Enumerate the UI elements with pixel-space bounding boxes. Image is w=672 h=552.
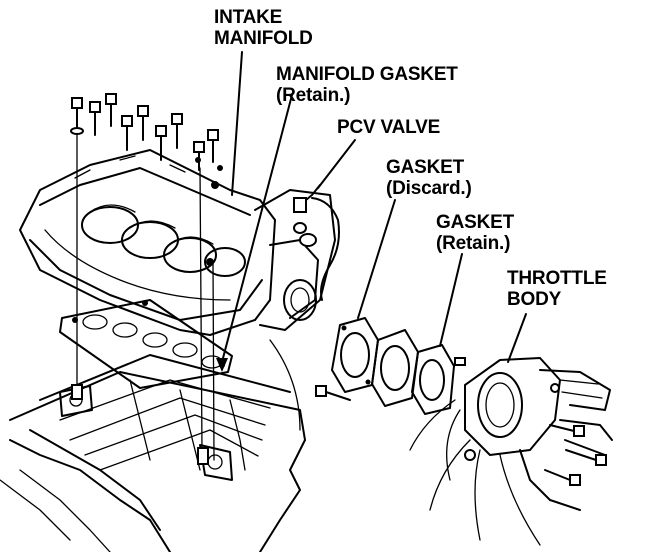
manifold-gasket-part — [59, 299, 233, 389]
pcv-valve-part — [293, 184, 340, 301]
gasket-retain-label-line2: (Retain.) — [436, 233, 511, 254]
gasket-discard-label-line2: (Discard.) — [386, 178, 472, 199]
intake-manifold-label-line1: INTAKE — [214, 7, 283, 28]
intake-manifold-label: INTAKE MANIFOLD — [214, 7, 313, 49]
manifold-gasket-label-line1: MANIFOLD GASKET — [276, 64, 458, 85]
bolt — [193, 141, 205, 171]
throttle-bolt — [565, 449, 607, 466]
throttle-body-label-line1: THROTTLE — [507, 268, 607, 289]
bolt — [70, 97, 84, 135]
leader-lines — [216, 51, 527, 372]
gasket-discard-part — [331, 317, 379, 393]
outline-arc — [269, 339, 301, 431]
gasket-adapter-part — [371, 329, 419, 407]
throttle-body-label: THROTTLE BODY — [507, 268, 607, 310]
bolt — [155, 125, 167, 161]
gasket-retain-label: GASKET (Retain.) — [436, 212, 514, 254]
manifold-bolts — [70, 93, 219, 171]
bolt — [89, 101, 101, 136]
pcv-valve-label: PCV VALVE — [337, 117, 440, 138]
throttle-body-label-line2: BODY — [507, 289, 562, 310]
manifold-gasket-label-line2: (Retain.) — [276, 85, 351, 106]
manifold-gasket-label: MANIFOLD GASKET (Retain.) — [276, 64, 458, 106]
lower-engine-block — [0, 354, 306, 552]
intake-manifold-label-line2: MANIFOLD — [214, 28, 313, 49]
pcv-valve-label-text: PCV VALVE — [337, 117, 441, 138]
bolt — [105, 93, 117, 127]
bolt — [121, 115, 133, 151]
bolt — [137, 105, 149, 141]
gasket-bolt — [315, 385, 351, 401]
gasket-retain-part — [411, 344, 466, 415]
throttle-body-part — [409, 357, 613, 546]
gasket-retain-label-line1: GASKET — [436, 212, 514, 233]
stud-guide-lines — [71, 134, 215, 465]
intake-manifold-part — [19, 149, 336, 336]
throttle-bolt — [549, 424, 585, 437]
throttle-bolt — [544, 469, 581, 486]
gasket-discard-label: GASKET (Discard.) — [386, 157, 472, 199]
bolt — [171, 113, 183, 149]
bolt — [207, 129, 219, 163]
gasket-discard-label-line1: GASKET — [386, 157, 464, 178]
